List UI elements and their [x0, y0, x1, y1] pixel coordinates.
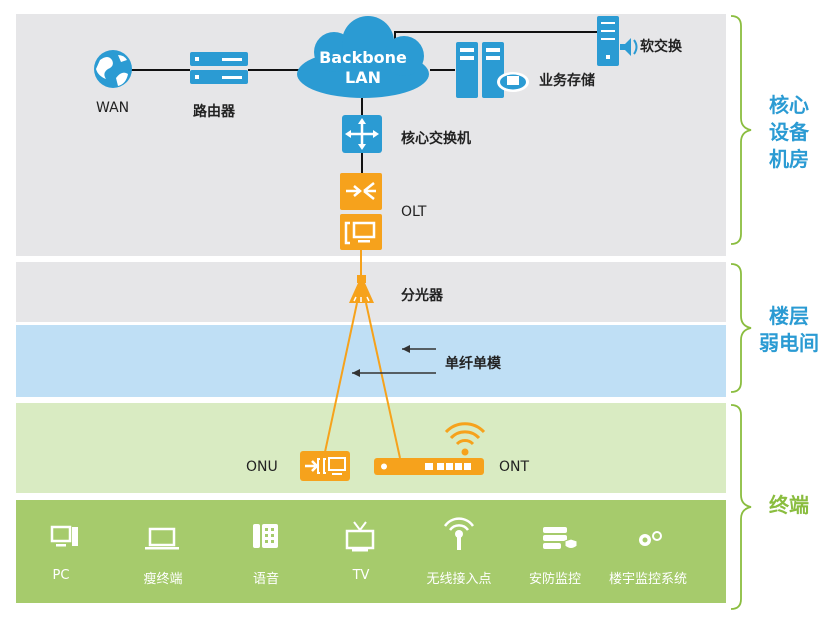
- side-core-line1: 核心: [769, 93, 809, 117]
- splitter-onu-fiber: [324, 302, 358, 453]
- cloud-icon: [297, 16, 429, 98]
- security-monitor-icon: [543, 527, 578, 549]
- side-core-line2: 设备: [769, 120, 809, 144]
- fiber-arrows: [352, 345, 436, 377]
- floor-fiber-zone: [16, 325, 726, 397]
- floor-brace: [730, 263, 752, 393]
- ont-label: ONT: [499, 459, 530, 475]
- globe-icon: [94, 50, 132, 88]
- splitter-icon: [349, 275, 374, 303]
- backbone-label: Backbone LAN: [318, 48, 408, 88]
- splitter-label: 分光器: [401, 288, 443, 304]
- device-label-building-monitor: 楼宇监控系统: [608, 572, 687, 587]
- side-core-line3: 机房: [769, 147, 809, 171]
- core-brace: [730, 15, 752, 245]
- side-label-terminal: 终端: [769, 493, 809, 517]
- floor-splitter-zone: [16, 262, 726, 322]
- backbone-line2: LAN: [345, 68, 381, 87]
- backbone-line1: Backbone: [319, 48, 407, 67]
- ont-icon: [374, 422, 486, 475]
- router-label: 路由器: [193, 104, 235, 120]
- backbone-softswitch-link: [394, 31, 600, 40]
- terminal-zone: [16, 403, 726, 493]
- device-label-thin-client: 瘦终端: [143, 572, 183, 587]
- side-label-floor-room: 楼层 弱电间: [759, 303, 819, 357]
- pc-icon: [50, 525, 78, 547]
- fiber-label: 单纤单模: [445, 356, 501, 372]
- olt-label: OLT: [401, 204, 427, 220]
- fiber-links: [324, 250, 401, 459]
- device-label-tv: TV: [352, 568, 370, 583]
- side-floor-line1: 楼层: [769, 304, 809, 328]
- wireless-ap-icon: [443, 517, 475, 550]
- core-switch-icon: [342, 115, 382, 153]
- side-label-core-room: 核心 设备 机房: [759, 92, 819, 173]
- onu-icon: [300, 451, 350, 481]
- storage-icon: [456, 42, 529, 98]
- router-icon: [190, 52, 248, 84]
- olt-icon: [340, 173, 382, 250]
- device-label-wireless-ap: 无线接入点: [426, 572, 492, 587]
- onu-label: ONU: [246, 459, 278, 475]
- storage-label: 业务存储: [539, 73, 595, 89]
- zone-braces: [730, 15, 752, 610]
- device-label-pc: PC: [52, 568, 70, 583]
- core-links: [130, 31, 600, 173]
- device-icons: [50, 517, 662, 552]
- device-label-security-monitor: 安防监控: [528, 572, 581, 587]
- device-label-phone: 语音: [252, 572, 279, 587]
- core-switch-label: 核心交换机: [401, 131, 471, 147]
- splitter-ont-fiber: [365, 302, 401, 459]
- device-zone: [16, 500, 726, 603]
- building-monitor-icon: [639, 531, 662, 546]
- tv-icon: [345, 521, 375, 552]
- softswitch-icon: [597, 16, 638, 66]
- terminal-brace: [730, 404, 752, 610]
- wan-label: WAN: [96, 100, 130, 116]
- phone-icon: [253, 524, 278, 548]
- side-floor-line2: 弱电间: [759, 331, 819, 355]
- softswitch-label: 软交换: [640, 39, 682, 55]
- thin-client-icon: [145, 527, 179, 550]
